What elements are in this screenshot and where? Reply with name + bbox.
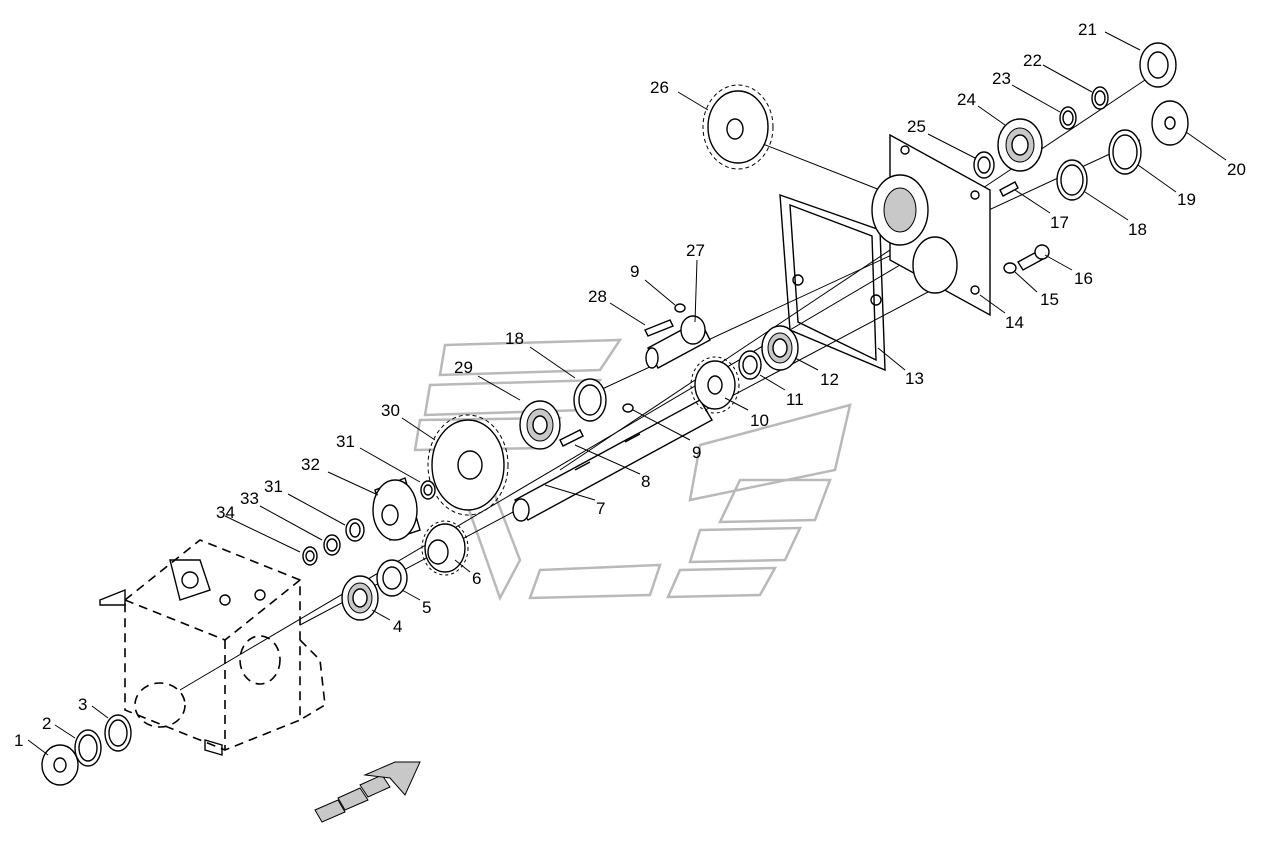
part-7-shaft [512, 399, 713, 522]
part-17-pin [999, 181, 1019, 197]
callout-13: 13 [905, 369, 924, 388]
callout-20: 20 [1227, 160, 1246, 179]
callout-18a: 18 [505, 329, 524, 348]
part-26-spur-gear [702, 84, 774, 170]
part-1-seal [41, 744, 79, 786]
callout-11: 11 [786, 390, 804, 409]
part-20-washer [1151, 100, 1189, 146]
callout-24: 24 [957, 90, 976, 109]
part-10-gear [690, 356, 740, 414]
part-3-ring [104, 714, 132, 752]
part-23-ring [1059, 106, 1077, 130]
part-12-bearing [761, 325, 799, 371]
callout-6: 6 [472, 569, 481, 588]
part-2-ring [74, 729, 102, 767]
callout-10: 10 [750, 411, 769, 430]
callout-34: 34 [216, 503, 235, 522]
part-33-ring [323, 534, 341, 556]
part-18-ring [573, 159, 1088, 422]
part-22-ring [1091, 86, 1109, 110]
callout-3: 3 [78, 695, 87, 714]
part-31-ring [345, 480, 436, 542]
callout-18b: 18 [1128, 220, 1147, 239]
callout-2: 2 [42, 714, 51, 733]
part-29-bearing [519, 400, 561, 450]
callout-15: 15 [1040, 290, 1059, 309]
callout-17: 17 [1050, 213, 1069, 232]
part-8-key [559, 429, 584, 447]
part-25-ring [973, 151, 995, 179]
callout-26: 26 [650, 78, 669, 97]
callout-31b: 31 [264, 477, 283, 496]
callout-9b: 9 [692, 443, 701, 462]
callout-14: 14 [1005, 313, 1024, 332]
callout-28: 28 [588, 287, 607, 306]
part-19-circlip [1108, 129, 1142, 175]
callout-29: 29 [454, 358, 473, 377]
callout-5: 5 [422, 598, 431, 617]
callout-labels: 1 2 3 4 5 6 7 8 9 9 10 11 12 13 14 15 16… [14, 20, 1246, 750]
callout-22: 22 [1023, 51, 1042, 70]
part-34-ring [302, 546, 318, 566]
callout-27: 27 [686, 241, 705, 260]
part-9-pin [622, 303, 686, 413]
part-15-washer [1003, 262, 1017, 274]
part-13-gasket [779, 193, 886, 372]
callout-1: 1 [14, 731, 23, 750]
part-6-bevel-pinion [421, 520, 469, 576]
callout-23: 23 [992, 69, 1011, 88]
callout-16: 16 [1074, 269, 1093, 288]
gearbox-housing [99, 539, 326, 756]
part-21-seal [1139, 42, 1177, 88]
callout-30: 30 [381, 401, 400, 420]
callout-4: 4 [393, 617, 402, 636]
part-30-crown-gear [427, 414, 509, 516]
callout-7: 7 [596, 499, 605, 518]
part-32-bevel-gear [372, 477, 421, 541]
callout-19: 19 [1177, 190, 1196, 209]
callout-25: 25 [907, 117, 926, 136]
part-5-ring [376, 559, 408, 597]
part-16-bolt [1017, 244, 1050, 271]
leader-lines [27, 31, 1227, 756]
part-28-key [644, 319, 674, 337]
part-4-bearing [341, 575, 379, 621]
part-27-shaft [645, 315, 711, 369]
callout-12: 12 [820, 370, 839, 389]
part-11-ring [738, 350, 762, 380]
callout-8: 8 [641, 472, 650, 491]
callout-31a: 31 [336, 432, 355, 451]
part-24-bearing [997, 118, 1043, 172]
direction-arrow [314, 761, 421, 823]
callout-33: 33 [240, 489, 259, 508]
callout-32: 32 [301, 455, 320, 474]
callout-21: 21 [1078, 20, 1097, 39]
part-14-cover [871, 133, 991, 317]
callout-9a: 9 [630, 262, 639, 281]
